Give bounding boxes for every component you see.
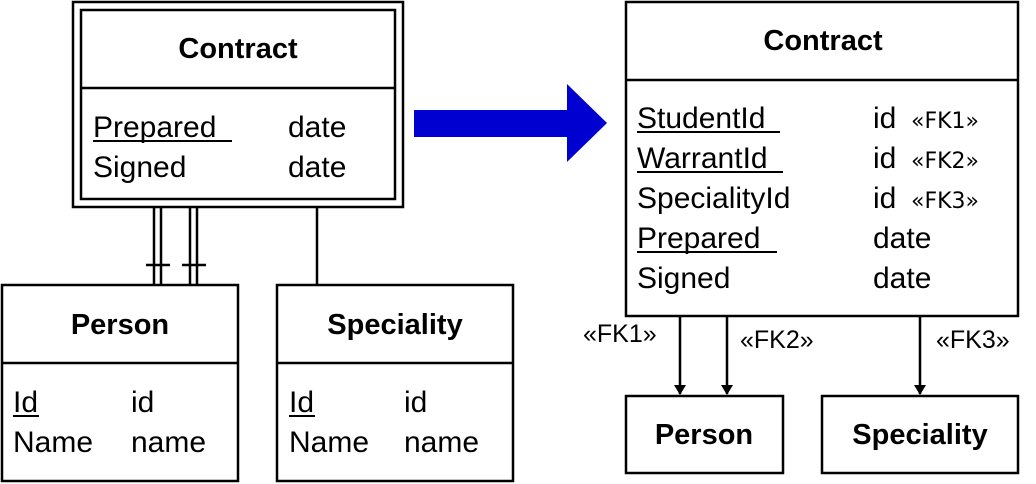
left-person-attr-id-name: Id [13, 386, 38, 419]
right-person-border [624, 394, 785, 475]
left-person-title: Person [71, 309, 169, 341]
left-contract-inner-border [79, 8, 397, 201]
left-contract-entity: Contract Prepared date Signed date [71, 0, 405, 209]
right-fk-arrows: «FK1» «FK2» «FK3» [583, 316, 1010, 395]
left-speciality-attr-name-name: Name [289, 426, 369, 459]
right-contract-attr-prepared-type: date [873, 222, 931, 255]
right-contract-attr-signed-name: Signed [637, 262, 730, 295]
right-speciality-border [820, 394, 1020, 475]
left-speciality-attr-id-name: Id [289, 386, 314, 419]
left-person-border [0, 283, 240, 483]
right-speciality-entity: Speciality [820, 394, 1020, 475]
right-contract-attr-specialityid-fk: «FK3» [911, 189, 979, 214]
left-contract-attr-signed-type: date [288, 151, 346, 184]
left-contract-attr-signed-name: Signed [93, 151, 186, 184]
right-contract-attr-studentid-type: id [873, 102, 896, 135]
fk1-label: «FK1» [583, 320, 657, 348]
transform-arrow-icon [414, 84, 607, 162]
right-speciality-title: Speciality [852, 419, 987, 451]
left-person-attr-id-type: id [131, 386, 154, 419]
right-contract-attr-studentid-name: StudentId [637, 102, 765, 135]
right-contract-entity: Contract StudentId id «FK1» WarrantId id… [624, 0, 1020, 318]
right-contract-attr-studentid-fk: «FK1» [911, 109, 979, 134]
left-person-attr-name-name: Name [13, 426, 93, 459]
left-speciality-attr-name-type: name [404, 426, 479, 459]
left-speciality-entity: Speciality Id id Name name [275, 283, 515, 483]
left-relationship-lines [146, 207, 319, 285]
left-speciality-attr-id-type: id [404, 386, 427, 419]
right-contract-attr-specialityid-name: SpecialityId [637, 182, 790, 215]
right-contract-attr-signed-type: date [873, 262, 931, 295]
left-speciality-title: Speciality [327, 309, 462, 341]
left-contract-attr-prepared-name: Prepared [93, 111, 216, 144]
right-contract-attr-warrantid-fk: «FK2» [911, 149, 979, 174]
left-contract-attr-prepared-type: date [288, 111, 346, 144]
right-person-entity: Person [624, 394, 785, 475]
right-contract-attr-warrantid-name: WarrantId [637, 142, 768, 175]
left-person-entity: Person Id id Name name [0, 283, 240, 483]
left-contract-title: Contract [178, 33, 298, 65]
fk2-label: «FK2» [740, 326, 814, 354]
fk3-label: «FK3» [936, 326, 1010, 354]
right-contract-attr-specialityid-type: id [873, 182, 896, 215]
right-contract-attr-prepared-name: Prepared [637, 222, 760, 255]
left-speciality-border [275, 283, 515, 483]
right-contract-attr-warrantid-type: id [873, 142, 896, 175]
left-person-attr-name-type: name [131, 426, 206, 459]
right-contract-title: Contract [763, 25, 883, 57]
right-contract-border [624, 0, 1020, 318]
right-person-title: Person [655, 419, 753, 451]
